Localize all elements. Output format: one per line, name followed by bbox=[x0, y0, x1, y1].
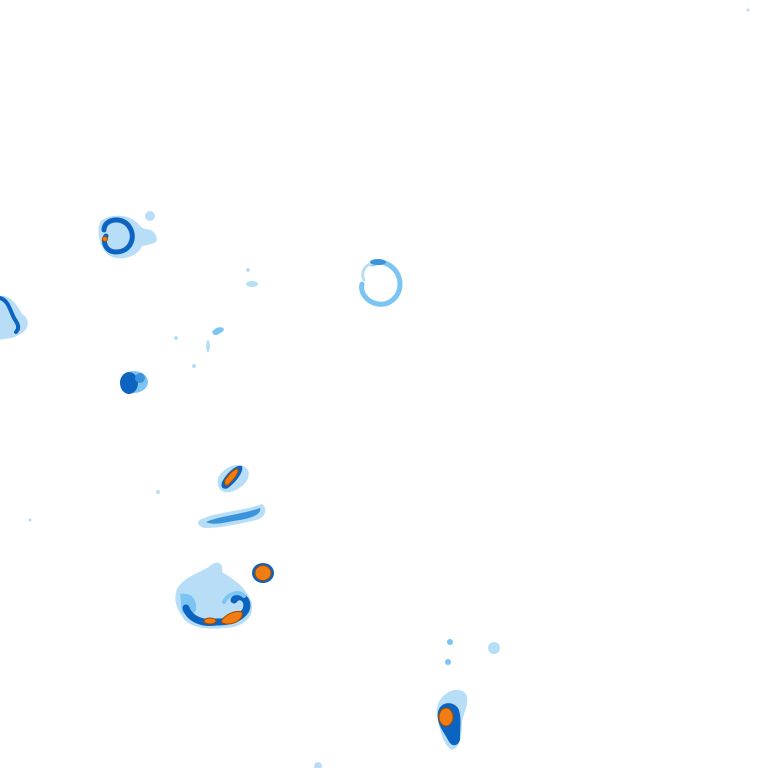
precip-cell-isolated-core bbox=[252, 563, 274, 583]
precip-cell-center-streak bbox=[217, 464, 249, 493]
precip-cell-left-edge bbox=[0, 295, 28, 340]
precip-cell-scattered-specks bbox=[28, 8, 750, 768]
precip-cell-small-left bbox=[120, 371, 148, 394]
precip-cell-ring-center bbox=[359, 259, 403, 307]
precip-cell-cluster-lower-left bbox=[175, 562, 253, 629]
precip-cell-bottom-center bbox=[436, 639, 500, 750]
precip-cell-band-center bbox=[197, 504, 266, 528]
precip-cell-ring-upper-left bbox=[98, 211, 157, 259]
